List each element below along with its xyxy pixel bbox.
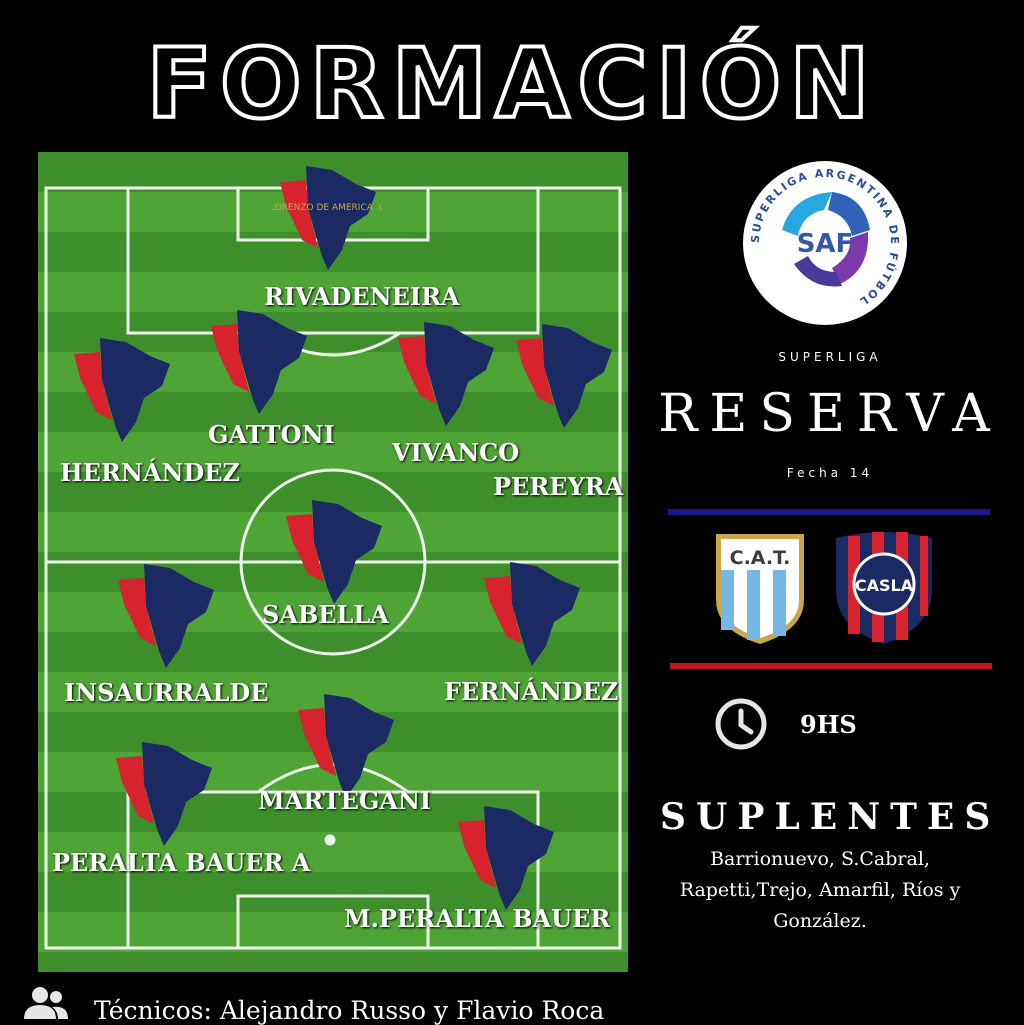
substitutes-list: Barrionuevo, S.Cabral, Rapetti,Trejo, Am…: [660, 844, 980, 937]
substitutes-line: Barrionuevo, S.Cabral,: [710, 848, 930, 870]
player-emblem-m-peralta-bauer: [450, 800, 560, 910]
player-name: PEREYRA: [493, 472, 624, 501]
svg-text:C.A.T.: C.A.T.: [730, 547, 791, 569]
player-name: RIVADENEIRA: [264, 282, 460, 311]
clock-icon: [714, 697, 768, 751]
player-emblem-pereyra: [508, 318, 618, 428]
page-title: FORMACIÓN: [144, 26, 878, 142]
svg-text:CASLA: CASLA: [855, 576, 914, 595]
player-emblem-fernandez: [476, 556, 586, 666]
player-emblem-martegani: [290, 688, 400, 798]
player-name: SABELLA: [262, 600, 389, 629]
player-name: M.PERALTA BAUER: [344, 904, 611, 933]
player-emblem-gattoni: [203, 304, 313, 414]
player-name: PERALTA BAUER A: [52, 848, 311, 877]
player-emblem-sabella: [278, 494, 388, 604]
player-emblem-hernandez: [66, 332, 176, 442]
crest-san-lorenzo: CASLA: [832, 528, 936, 646]
svg-text:SAN LORENZO DE AMERICA .COM: SAN LORENZO DE AMERICA .COM: [272, 203, 382, 213]
player-emblem-peralta-bauer-a: [108, 736, 218, 846]
player-name: GATTONI: [208, 420, 335, 449]
player-emblem-rivadeneira: SAN LORENZO DE AMERICA .COM: [248, 160, 400, 270]
player-name: MARTEGANI: [258, 786, 432, 815]
crest-atletico-tucuman: C.A.T.: [712, 530, 808, 646]
saf-logo: SUPERLIGA ARGENTINA DE FÚTBOL SAF: [742, 160, 908, 326]
users-icon: [22, 985, 70, 1021]
substitutes-title: SUPLENTES: [660, 796, 1001, 838]
coaches-text: Técnicos: Alejandro Russo y Flavio Roca: [94, 996, 605, 1025]
divider-red: [670, 663, 992, 669]
competition-title: RESERVA: [658, 384, 1002, 444]
player-emblem-insaurralde: [110, 558, 220, 668]
superliga-label: SUPERLIGA: [778, 350, 882, 364]
round-label: Fecha 14: [786, 466, 874, 480]
player-name: VIVANCO: [392, 438, 520, 467]
svg-text:SAF: SAF: [797, 229, 854, 259]
player-emblem-vivanco: [390, 316, 500, 426]
player-name: FERNÁNDEZ: [444, 677, 619, 706]
divider-blue: [668, 509, 990, 515]
football-pitch: [38, 152, 628, 972]
player-name: INSAURRALDE: [64, 678, 269, 707]
substitutes-line: González.: [773, 910, 867, 932]
match-time: 9HS: [800, 710, 857, 739]
player-name: HERNÁNDEZ: [60, 458, 241, 487]
substitutes-line: Rapetti,Trejo, Amarfil, Ríos y: [679, 879, 961, 901]
